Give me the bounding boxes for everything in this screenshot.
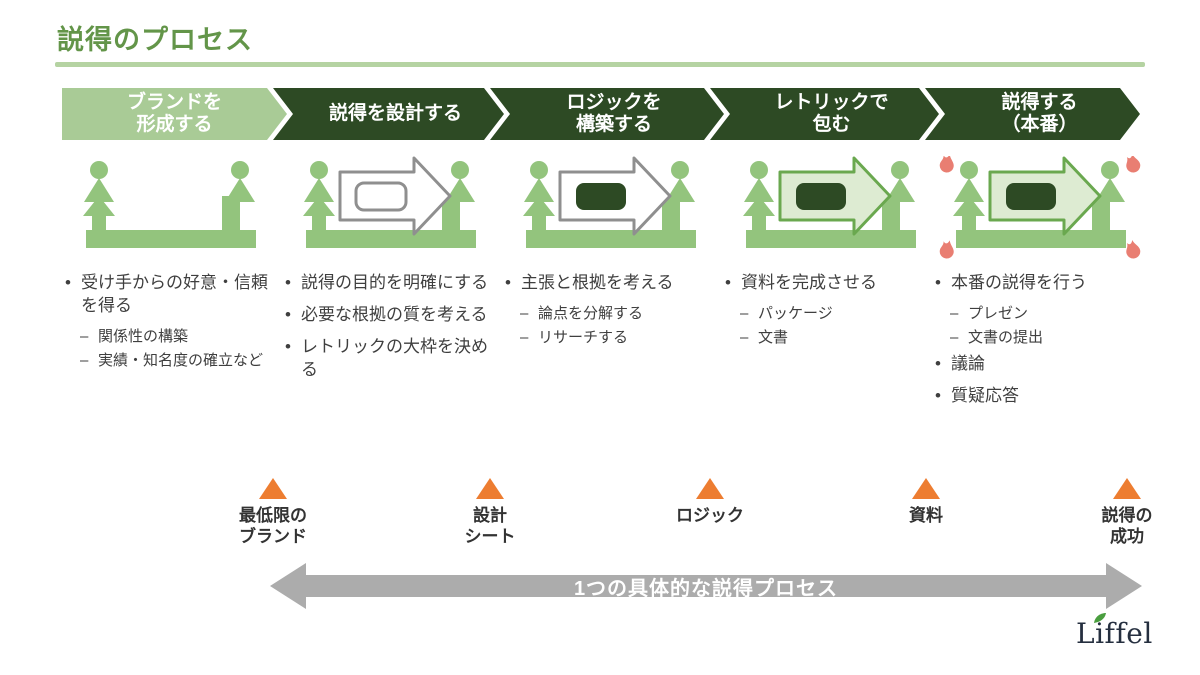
list-subitem: 文書 xyxy=(738,328,938,348)
stage-notes-brand: 受け手からの好意・信頼を得る 関係性の構築 実績・知名度の確立など xyxy=(64,272,278,376)
list-item: 受け手からの好意・信頼を得る xyxy=(64,272,278,318)
milestone-label: 資料 xyxy=(909,506,943,525)
stage-notes-rhetoric: 資料を完成させる パッケージ 文書 xyxy=(724,272,938,353)
list-item: レトリックの大枠を決める xyxy=(284,336,498,382)
stage-header-brand: ブランドを 形成する xyxy=(62,88,287,140)
triangle-marker-icon xyxy=(1113,478,1141,499)
triangle-marker-icon xyxy=(476,478,504,499)
stage-notes-logic: 主張と根拠を考える 論点を分解する リサーチする xyxy=(504,272,718,353)
stage-header-design: 説得を設計する xyxy=(273,88,504,140)
milestone-logic: ロジック xyxy=(640,478,780,526)
people-feedback-icon xyxy=(62,156,278,260)
list-subitem: プレゼン xyxy=(948,304,1148,324)
stage-notes-design: 説得の目的を明確にする 必要な根拠の質を考える レトリックの大枠を決める xyxy=(284,272,498,391)
list-subitem: リサーチする xyxy=(518,328,718,348)
milestone-materials: 資料 xyxy=(856,478,996,526)
milestone-design-sheet: 設計 シート xyxy=(420,478,560,548)
flame-icon xyxy=(939,153,1141,259)
milestone-success: 説得の 成功 xyxy=(1057,478,1197,548)
list-item: 必要な根拠の質を考える xyxy=(284,304,498,327)
list-subitem: 論点を分解する xyxy=(518,304,718,324)
list-item: 質疑応答 xyxy=(934,385,1148,408)
list-item: 本番の説得を行う xyxy=(934,272,1148,295)
message-arrow-filled-icon xyxy=(502,156,718,260)
message-arrow-empty-icon xyxy=(282,156,498,260)
list-subitem: パッケージ xyxy=(738,304,938,324)
stage-header-rhetoric: レトリックで 包む xyxy=(710,88,939,140)
list-subitem: 関係性の構築 xyxy=(78,327,278,347)
milestone-label: 説得の 成功 xyxy=(1101,506,1153,547)
list-item: 説得の目的を明確にする xyxy=(284,272,498,295)
list-subitem: 実績・知名度の確立など xyxy=(78,351,278,371)
list-subitem: 文書の提出 xyxy=(948,328,1148,348)
milestone-label: 設計 シート xyxy=(464,506,516,547)
stage-notes-persuade: 本番の説得を行う プレゼン 文書の提出 議論 質疑応答 xyxy=(934,272,1148,417)
triangle-marker-icon xyxy=(696,478,724,499)
liffel-logo: Liffel xyxy=(1076,613,1172,659)
milestone-label: ロジック xyxy=(676,506,744,525)
stage-header-persuade: 説得する （本番） xyxy=(925,88,1140,140)
triangle-marker-icon xyxy=(259,478,287,499)
stage-header-logic: ロジックを 構築する xyxy=(490,88,724,140)
milestone-label: 最低限の ブランド xyxy=(239,506,307,547)
page-title: 説得のプロセス xyxy=(57,25,253,55)
process-span-arrow: 1つの具体的な説得プロセス xyxy=(270,563,1142,609)
list-item: 主張と根拠を考える xyxy=(504,272,718,295)
list-item: 議論 xyxy=(934,353,1148,376)
triangle-marker-icon xyxy=(912,478,940,499)
list-item: 資料を完成させる xyxy=(724,272,938,295)
process-span-label: 1つの具体的な説得プロセス xyxy=(573,577,839,600)
leaf-icon xyxy=(1094,613,1106,623)
message-arrow-wrapped-icon xyxy=(722,156,938,260)
logo-text: Liffel xyxy=(1076,617,1153,650)
milestone-brand: 最低限の ブランド xyxy=(203,478,343,548)
title-underline xyxy=(55,62,1145,67)
message-arrow-live-fire-icon xyxy=(932,153,1148,260)
